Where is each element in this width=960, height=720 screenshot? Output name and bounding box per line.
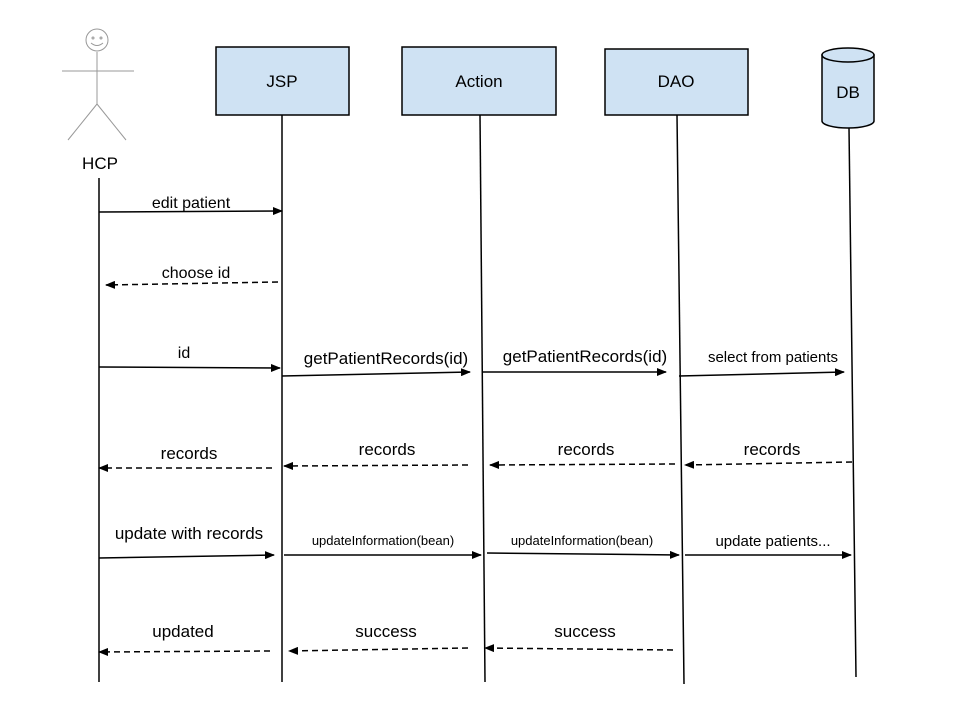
message-label: success bbox=[554, 622, 615, 641]
message-label: records bbox=[744, 440, 801, 459]
message-label: update patients... bbox=[715, 533, 830, 550]
participant-dao: DAO bbox=[604, 48, 749, 116]
message-records-to-dao: records bbox=[684, 440, 853, 469]
message-get-patient-records-dao: getPatientRecords(id) bbox=[482, 347, 667, 376]
message-id: id bbox=[98, 345, 281, 372]
message-update-patients: update patients... bbox=[685, 533, 852, 559]
message-label: records bbox=[558, 440, 615, 459]
message-records-to-jsp: records bbox=[283, 440, 469, 470]
message-select-from-patients: select from patients bbox=[678, 349, 845, 377]
message-success-to-action: success bbox=[484, 622, 674, 653]
participant-action: Action bbox=[401, 46, 557, 116]
message-update-with-records: update with records bbox=[98, 524, 275, 560]
message-label: getPatientRecords(id) bbox=[503, 347, 667, 366]
message-label: updated bbox=[152, 622, 213, 641]
message-success-to-jsp: success bbox=[288, 622, 469, 655]
message-label: select from patients bbox=[708, 349, 838, 366]
message-label: success bbox=[355, 622, 416, 641]
hcp-actor-icon bbox=[62, 28, 134, 141]
message-label: records bbox=[359, 440, 416, 459]
message-updated: updated bbox=[98, 622, 271, 656]
message-update-information-dao: updateInformation(bean) bbox=[486, 533, 680, 559]
message-edit-patient: edit patient bbox=[98, 195, 283, 216]
message-label: update with records bbox=[115, 524, 263, 543]
message-update-information-action: updateInformation(bean) bbox=[284, 533, 482, 559]
lifeline-action bbox=[479, 114, 486, 683]
message-label: choose id bbox=[162, 265, 231, 282]
lifeline-dao bbox=[676, 114, 685, 685]
message-label: updateInformation(bean) bbox=[511, 533, 653, 548]
participant-db-cylinder-icon: DB bbox=[821, 47, 875, 129]
message-label: id bbox=[178, 345, 190, 362]
message-label: updateInformation(bean) bbox=[312, 533, 454, 548]
message-label: getPatientRecords(id) bbox=[304, 349, 468, 368]
participant-jsp-label: JSP bbox=[266, 72, 297, 91]
lifeline-db bbox=[848, 127, 857, 678]
participant-jsp: JSP bbox=[215, 46, 350, 116]
message-records-to-action: records bbox=[489, 440, 676, 469]
participant-dao-label: DAO bbox=[658, 72, 695, 91]
message-label: edit patient bbox=[152, 195, 231, 212]
message-label: records bbox=[161, 444, 218, 463]
participant-db-label: DB bbox=[836, 83, 860, 102]
message-records-to-hcp: records bbox=[98, 444, 272, 472]
message-get-patient-records-action: getPatientRecords(id) bbox=[281, 349, 471, 377]
participant-action-label: Action bbox=[455, 72, 502, 91]
message-choose-id: choose id bbox=[105, 265, 279, 289]
actor-label: HCP bbox=[82, 154, 118, 173]
